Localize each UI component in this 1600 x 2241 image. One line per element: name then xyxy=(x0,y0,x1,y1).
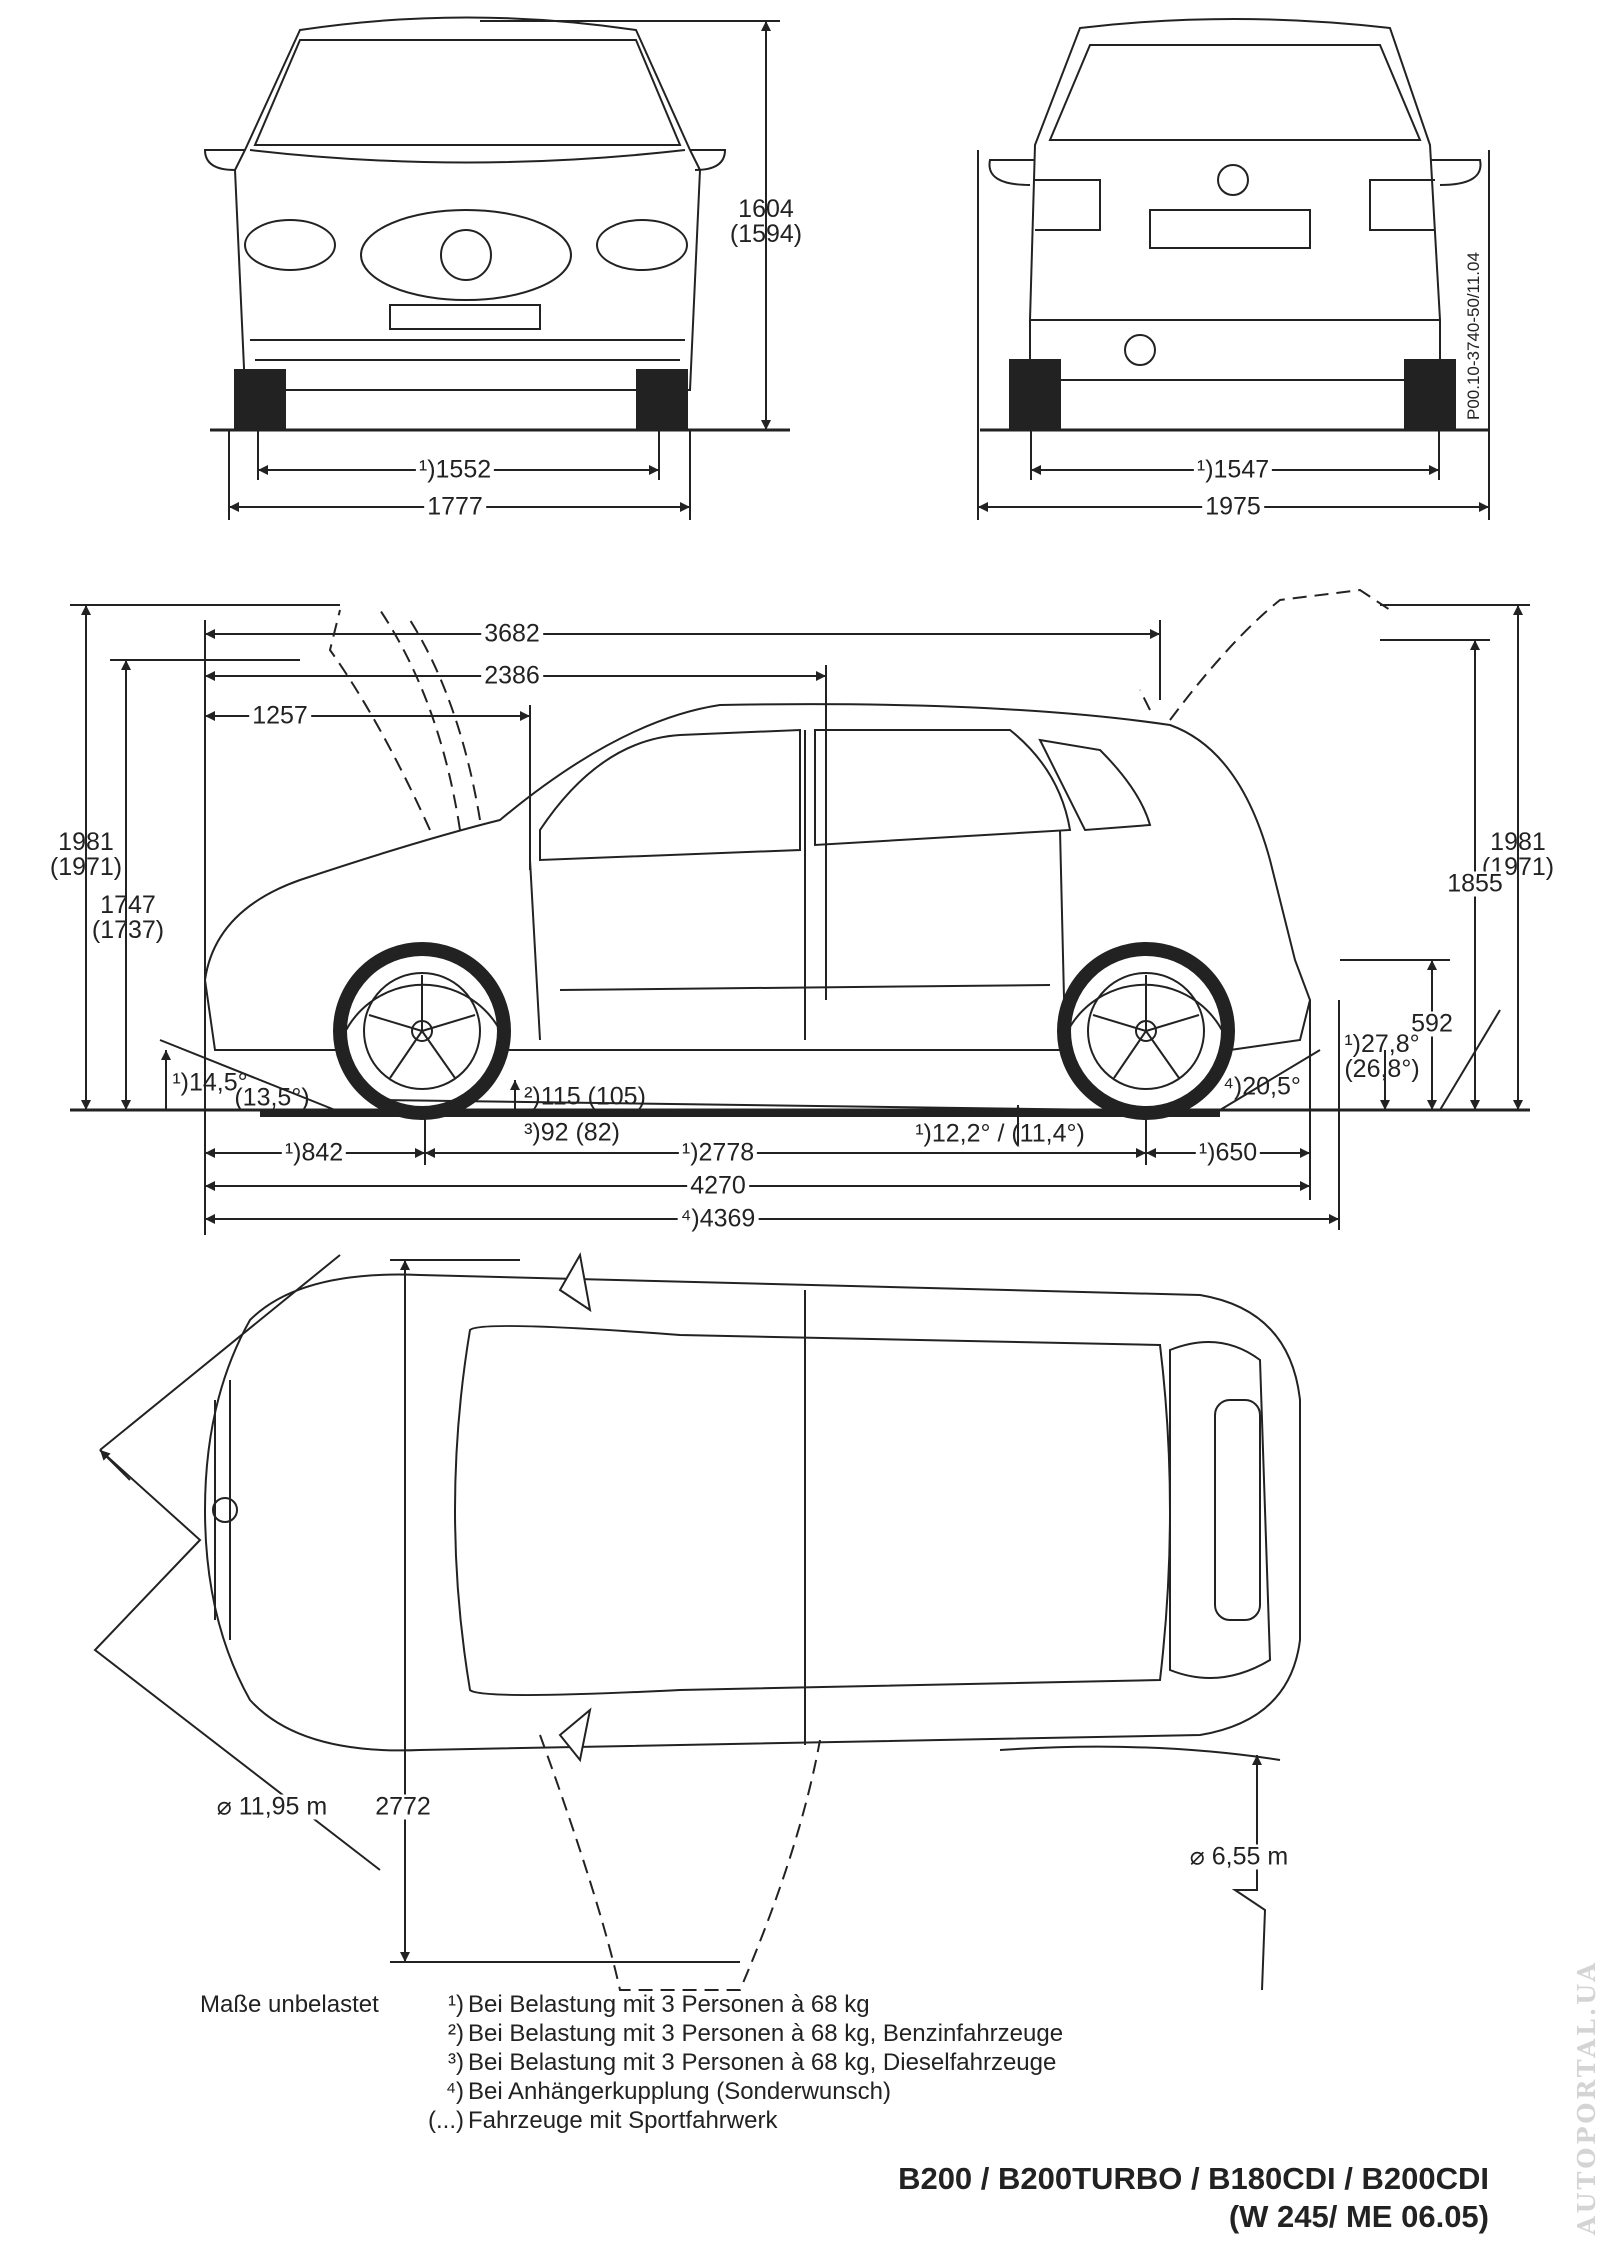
departure-angle-label: ¹)27,8°(26,8°) xyxy=(1341,1032,1422,1082)
note-mark: ⁴) xyxy=(445,2078,464,2105)
front-width-label: 1777 xyxy=(424,494,486,520)
note-text: Bei Belastung mit 3 Personen à 68 kg, Be… xyxy=(468,2020,1064,2047)
length-tow-label: ⁴)4369 xyxy=(677,1206,759,1232)
note-text: Bei Anhängerkupplung (Sonderwunsch) xyxy=(468,2078,891,2105)
rear-overhang-label: ¹)650 xyxy=(1195,1140,1261,1166)
approach-angle-label: ¹)14,5° xyxy=(172,1068,248,1097)
ramp-angle-label: ¹)12,2° / (11,4°) xyxy=(915,1119,1085,1148)
value-sport: (1737) xyxy=(91,916,165,944)
model-names: B200 / B200TURBO / B180CDI / B200CDI xyxy=(898,2161,1489,2196)
note-mark: ²) xyxy=(448,2020,464,2047)
front-view-car xyxy=(203,16,790,432)
model-code: (W 245/ ME 06.05) xyxy=(1228,2199,1489,2234)
rear-width-label: 1975 xyxy=(1202,494,1264,520)
right-height-592-label: 592 xyxy=(1408,1011,1456,1037)
front-height-sport-value: (1594) xyxy=(729,220,803,248)
dim-2386-label: 2386 xyxy=(481,663,543,689)
departure-angle-tow-label: ⁴)20,5° xyxy=(1223,1072,1301,1101)
turning-circle-label: ⌀ 11,95 m xyxy=(213,1794,331,1820)
value-sport: (1971) xyxy=(49,853,123,881)
note-mark: ³) xyxy=(448,2049,464,2076)
left-height-open-label: 1981(1971) xyxy=(47,830,125,880)
wheelbase-label: ¹)2778 xyxy=(678,1140,758,1166)
ground-clearance-label: ²)115 (105) xyxy=(524,1082,646,1111)
value: ¹)27,8° xyxy=(1344,1030,1420,1058)
front-height-value: 1604 xyxy=(738,195,794,223)
right-height-open-label: 1981(1971) xyxy=(1479,830,1557,880)
ground-clearance-diesel-label: ³)92 (82) xyxy=(524,1118,620,1147)
length-label: 4270 xyxy=(687,1173,749,1199)
note-text: Bei Belastung mit 3 Personen à 68 kg, Di… xyxy=(468,2049,1057,2076)
note-mark: ¹) xyxy=(448,1991,464,2018)
top-view-car xyxy=(93,1252,1301,1991)
rear-view-car xyxy=(980,18,1490,432)
drawing-code: P00.10-3740-50/11.04 xyxy=(1464,252,1483,420)
front-track-label: ¹)1552 xyxy=(415,457,495,483)
note-mark: (...) xyxy=(428,2107,464,2134)
value-sport: (26,8°) xyxy=(1344,1055,1420,1083)
width-doors-open-label: 2772 xyxy=(372,1794,434,1820)
notes-header: Maße unbelastet xyxy=(200,1991,379,2018)
model-title: B200 / B200TURBO / B180CDI / B200CDI (W … xyxy=(898,2160,1489,2236)
note-text: Bei Belastung mit 3 Personen à 68 kg xyxy=(468,1991,870,2018)
right-height-1855-label: 1855 xyxy=(1444,871,1506,897)
rear-track-label: ¹)1547 xyxy=(1193,457,1273,483)
value: 1747 xyxy=(100,891,156,919)
value: 1981 xyxy=(58,828,114,856)
left-height-hatch-label: 1747(1737) xyxy=(89,893,167,943)
approach-angle-sport-label: (13,5°) xyxy=(234,1083,310,1112)
dim-1257-label: 1257 xyxy=(249,703,311,729)
value: 1981 xyxy=(1490,828,1546,856)
front-overhang-label: ¹)842 xyxy=(281,1140,347,1166)
dim-3682-label: 3682 xyxy=(481,621,543,647)
turning-circle-small-label: ⌀ 6,55 m xyxy=(1186,1844,1292,1870)
note-text: Fahrzeuge mit Sportfahrwerk xyxy=(468,2107,778,2134)
watermark: AUTOPORTAL.UA xyxy=(1572,1959,1600,2235)
front-height-label: 1604(1594) xyxy=(727,197,805,247)
